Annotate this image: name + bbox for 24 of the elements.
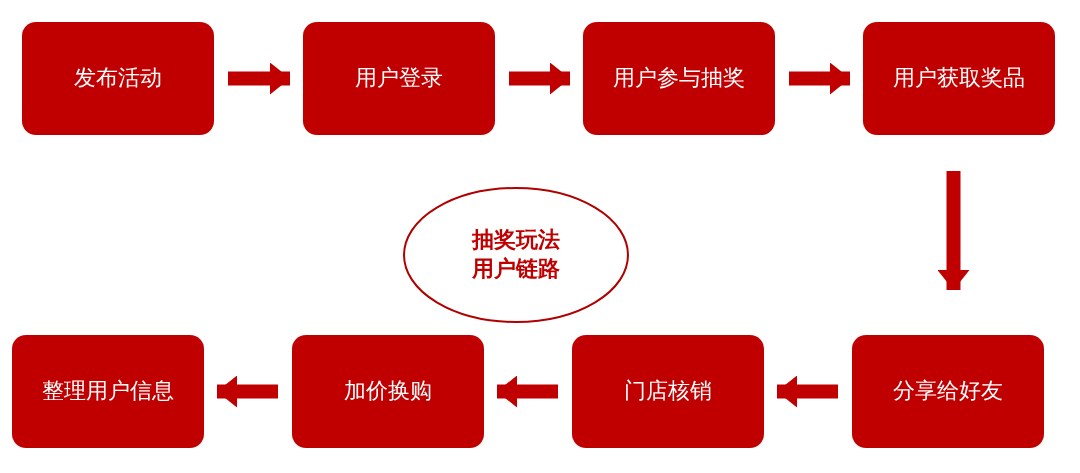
- process-box: [852, 335, 1044, 448]
- process-box: [583, 22, 775, 135]
- step-label: 用户登录: [355, 64, 443, 93]
- process-box: [572, 335, 764, 448]
- process-box: [12, 335, 204, 448]
- arrow: [777, 375, 838, 408]
- arrow: [509, 62, 570, 95]
- arrow: [228, 62, 290, 95]
- process-box: [22, 22, 214, 135]
- step-label: 加价换购: [344, 377, 432, 406]
- process-box: [292, 335, 484, 448]
- process-box: [303, 22, 495, 135]
- step-label: 发布活动: [74, 64, 162, 93]
- step-label: 用户获取奖品: [893, 64, 1025, 93]
- arrow: [497, 375, 558, 408]
- process-box: [863, 22, 1055, 135]
- arrow: [937, 171, 970, 290]
- arrow: [789, 62, 850, 95]
- step-label: 用户参与抽奖: [613, 64, 745, 93]
- title-text: 抽奖玩法用户链路: [470, 226, 561, 283]
- step-label: 门店核销: [624, 377, 712, 406]
- step-label: 整理用户信息: [42, 377, 174, 406]
- step-label: 分享给好友: [893, 377, 1003, 406]
- arrow: [217, 375, 278, 408]
